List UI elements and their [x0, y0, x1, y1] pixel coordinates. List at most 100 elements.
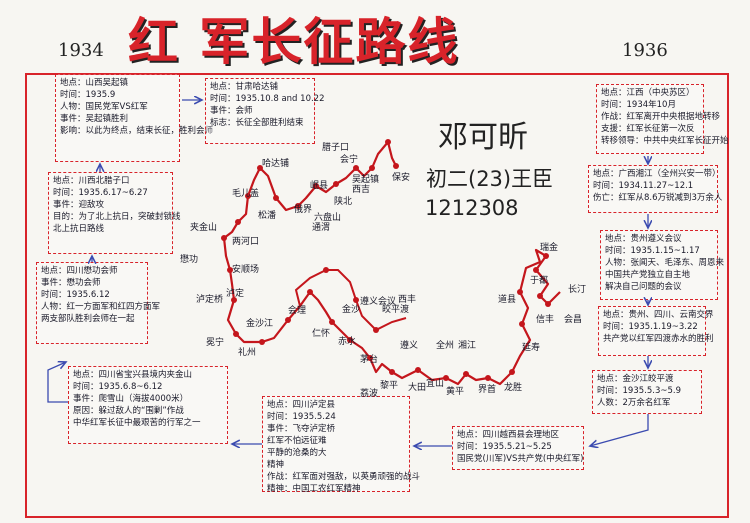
place-label: 安顺场	[232, 263, 259, 275]
box-line: 精神：中国工农红军精神	[267, 484, 361, 494]
place-label: 黎平	[380, 379, 398, 391]
box-line: 时间：1935.1.15~1.17	[605, 246, 700, 256]
place-label: 大田	[408, 381, 426, 393]
box-line: 影响：以此为终点，结束长征，胜利会师	[60, 126, 214, 136]
place-label: 腊子口	[322, 142, 349, 153]
place-label: 哈达铺	[262, 157, 289, 169]
info-box-huili: 地点：四川越西县会理地区 时间：1935.5.21~5.25 国民党(川军)VS…	[452, 426, 584, 470]
place-label: 金沙江	[246, 317, 273, 329]
box-line: 中华红军长征中最艰苦的行军之一	[73, 418, 201, 428]
place-label: 冕宁	[206, 336, 224, 348]
box-line: 两支部队胜利会师在一起	[41, 314, 135, 324]
place-label: 荔波	[360, 387, 378, 399]
box-line: 伤亡：红军从8.6万锐减到3万余人	[593, 193, 723, 203]
box-line: 事件：迎敌攻	[53, 200, 105, 210]
place-label: 俄界	[294, 203, 312, 215]
place-label: 六盘山	[314, 211, 341, 223]
box-line: 地点：四川泸定县	[267, 400, 336, 410]
author-id: 1212308	[425, 196, 519, 220]
info-box-wuqi: 地点：山西吴起镇 时间：1935.9 人物：国民党军VS红军 事件：吴起镇胜利 …	[55, 74, 214, 162]
info-box-xiangjiang: 地点：广西湘江（全州兴安一带） 时间：1934.11.27~12.1 伤亡：红军…	[588, 165, 723, 213]
place-label: 长汀	[568, 283, 586, 295]
box-line: 事件：会师	[210, 106, 253, 116]
place-label: 会昌	[564, 313, 582, 325]
box-line: 时间：1935.6.17~6.27	[53, 188, 148, 198]
place-label: 道县	[498, 293, 516, 305]
info-box-jiajin: 地点：四川省宝兴县境内夹金山 时间：1935.6.8~6.12 事件：爬雪山（海…	[68, 366, 228, 444]
place-label: 茅台	[360, 353, 378, 365]
info-box-hadapu: 地点：甘肃哈达铺 时间：1935.10.8 and 10.22 事件：会师 标志…	[205, 78, 325, 144]
box-line: 作战：红军离开中央根据地转移	[601, 112, 721, 122]
box-line: 地点：贵州遵义会议	[605, 234, 682, 244]
box-line: 目的：为了北上抗日，突破封锁线	[53, 212, 181, 222]
box-line: 时间：1934.11.27~12.1	[593, 181, 694, 191]
place-label: 龙胜	[504, 381, 522, 393]
place-label: 皎平渡	[382, 303, 409, 315]
info-box-zunyi: 地点：贵州遵义会议 时间：1935.1.15~1.17 人物：张闻天、毛泽东、周…	[600, 230, 725, 300]
box-line: 精神	[267, 460, 285, 470]
place-label: 夹金山	[190, 221, 217, 233]
place-label: 西吉	[352, 184, 370, 195]
place-label: 吴起镇	[352, 173, 379, 185]
box-line: 红军不怕远征难	[267, 436, 327, 446]
box-line: 事件：飞夺泸定桥	[267, 424, 336, 434]
place-label: 通渭	[312, 222, 330, 233]
author-name: 邓可昕	[438, 120, 528, 155]
place-label: 黄平	[446, 385, 464, 397]
info-box-chishui: 地点：贵州、四川、云南交界 时间：1935.1.19~3.22 共产党以红军四渡…	[598, 306, 714, 356]
place-label: 宜山	[426, 377, 444, 389]
box-line: 时间：1935.6.12	[41, 290, 110, 300]
box-line: 地点：广西湘江（全州兴安一带）	[593, 169, 721, 179]
author-class: 初二(23)王臣	[426, 167, 554, 191]
box-line: 地点：金沙江皎平渡	[597, 374, 674, 384]
info-box-ruijin: 地点：江西（中央苏区） 时间：1934年10月 作战：红军离开中央根据地转移 支…	[596, 84, 729, 154]
place-label: 西丰	[398, 293, 416, 305]
box-line: 地点：甘肃哈达铺	[210, 82, 279, 92]
box-line: 转移领导：中共中央红军长征开始	[601, 136, 729, 146]
place-label: 泸定桥	[196, 293, 223, 305]
box-line: 人数：2万余名红军	[597, 398, 671, 408]
end-year: 1936	[622, 40, 668, 61]
place-label: 延寿	[522, 341, 540, 353]
box-line: 事件：吴起镇胜利	[60, 114, 129, 124]
place-label: 懋功	[180, 253, 198, 265]
place-label: 赤水	[338, 335, 356, 347]
box-line: 地点：江西（中央苏区）	[601, 88, 695, 98]
box-line: 时间：1934年10月	[601, 100, 676, 110]
place-label: 仁怀	[312, 327, 330, 339]
box-line: 时间：1935.9	[60, 90, 116, 100]
info-box-lazikou: 地点：川西北腊子口 时间：1935.6.17~6.27 事件：迎敌攻 目的：为了…	[48, 172, 181, 254]
box-line: 作战：红军面对强敌，以英勇顽强的战斗	[267, 472, 421, 482]
start-year: 1934	[58, 40, 104, 61]
box-line: 时间：1935.1.19~3.22	[603, 322, 698, 332]
place-label: 泸定	[226, 287, 244, 299]
box-line: 时间：1935.6.8~6.12	[73, 382, 163, 392]
box-line: 事件：懋功会师	[41, 278, 101, 288]
box-line: 地点：山西吴起镇	[60, 78, 129, 88]
place-label: 瑞金	[540, 241, 558, 253]
place-label: 会理	[288, 304, 306, 316]
place-label: 岷县	[310, 180, 328, 191]
box-line: 北上抗日路线	[53, 224, 105, 234]
box-line: 人物：国民党军VS红军	[60, 102, 148, 112]
box-line: 中国共产党独立自主地	[605, 270, 691, 280]
info-box-jinsha: 地点：金沙江皎平渡 时间：1935.5.3~5.9 人数：2万余名红军	[592, 370, 702, 414]
place-label: 两河口	[232, 235, 259, 247]
map-frame	[25, 73, 729, 518]
place-label: 松潘	[258, 209, 276, 221]
place-label: 礼州	[238, 346, 256, 358]
box-line: 地点：四川省宝兴县境内夹金山	[73, 370, 193, 380]
box-line: 平静的沧桑的大	[267, 448, 327, 458]
box-line: 人物：张闻天、毛泽东、周恩来	[605, 258, 725, 268]
box-line: 共产党以红军四渡赤水的胜利	[603, 334, 714, 344]
place-label: 陕北	[334, 195, 352, 207]
route-branch	[294, 269, 407, 332]
connector-arrows	[47, 100, 648, 446]
place-label: 保安	[392, 171, 410, 183]
box-line: 时间：1935.5.21~5.25	[457, 442, 552, 452]
place-label: 界首	[478, 383, 496, 395]
place-label: 遵义会议	[360, 295, 396, 307]
place-label: 毛儿盖	[232, 187, 259, 199]
box-line: 时间：1935.10.8 and 10.22	[210, 94, 325, 104]
box-line: 地点：四川懋功会师	[41, 266, 118, 276]
